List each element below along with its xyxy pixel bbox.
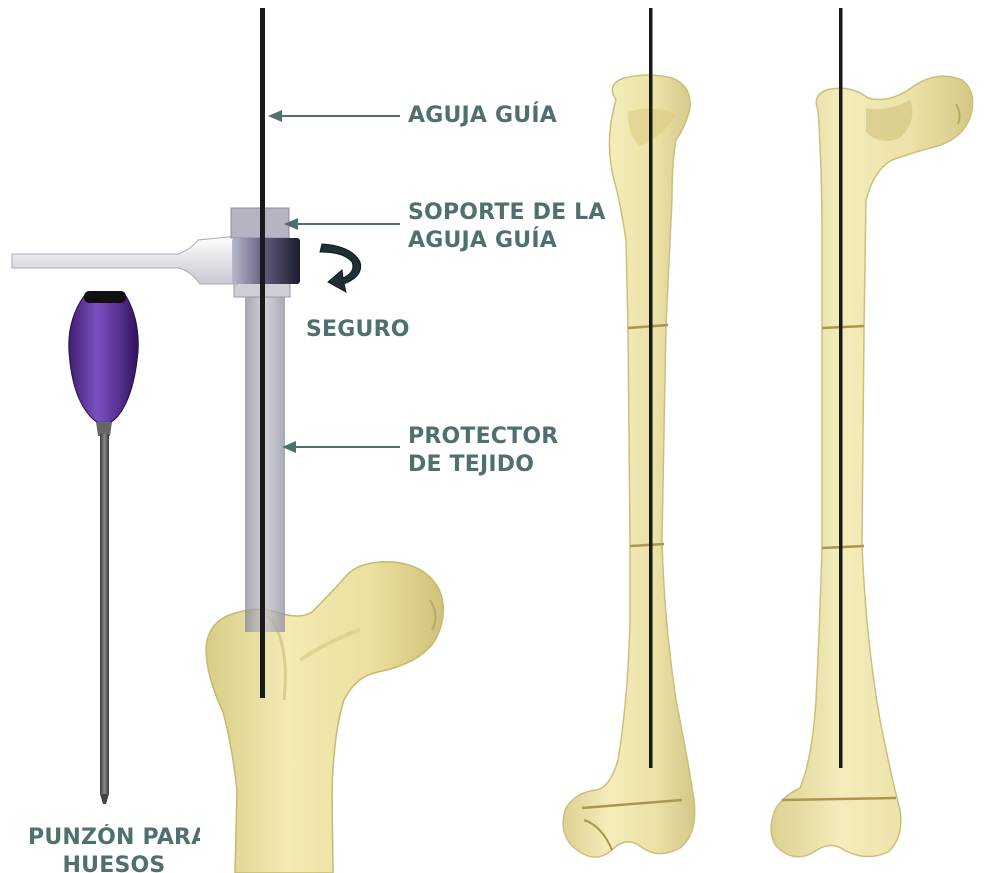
femur-anterior-view (563, 8, 695, 857)
label-guide-needle-holder: SOPORTE DE LA AGUJA GUÍA (408, 199, 606, 255)
label-guide-needle-holder-line2: AGUJA GUÍA (408, 227, 606, 255)
femur-2-guide-wire (839, 8, 843, 768)
label-tissue-protector: PROTECTOR DE TEJIDO (408, 423, 558, 479)
awl-tip (100, 794, 109, 804)
label-tissue-protector-line1: PROTECTOR (408, 423, 558, 451)
awl-collar (96, 422, 112, 436)
proximal-femur (206, 562, 443, 873)
label-lock-text: SEGURO (306, 316, 410, 344)
guide-needle-arrowhead (268, 110, 282, 122)
label-bone-awl-line1: PUNZÓN PARA (28, 824, 200, 852)
femur-lateral-view (771, 8, 973, 857)
femur-2-bone (771, 76, 973, 857)
label-bone-awl: PUNZÓN PARA HUESOS (28, 824, 200, 873)
lock-knob (232, 238, 300, 284)
curved-rotation-arrow-icon (320, 244, 361, 292)
bone-awl (69, 291, 138, 804)
holder-arm (12, 236, 238, 284)
femur-1-guide-wire (649, 8, 653, 768)
label-tissue-protector-line2: DE TEJIDO (408, 451, 558, 479)
awl-cap (84, 291, 126, 303)
awl-shaft (100, 434, 109, 794)
proximal-femur-bone (206, 562, 443, 873)
femur-1-bone (563, 75, 695, 857)
label-guide-needle-text: AGUJA GUÍA (408, 102, 557, 130)
guide-needle-holder (12, 208, 300, 284)
awl-handle (69, 296, 138, 424)
label-guide-needle: AGUJA GUÍA (408, 102, 557, 130)
guide-needle-wire (260, 8, 265, 698)
label-bone-awl-line2: HUESOS (28, 852, 200, 873)
label-guide-needle-holder-line1: SOPORTE DE LA (408, 199, 606, 227)
label-lock: SEGURO (306, 316, 410, 344)
